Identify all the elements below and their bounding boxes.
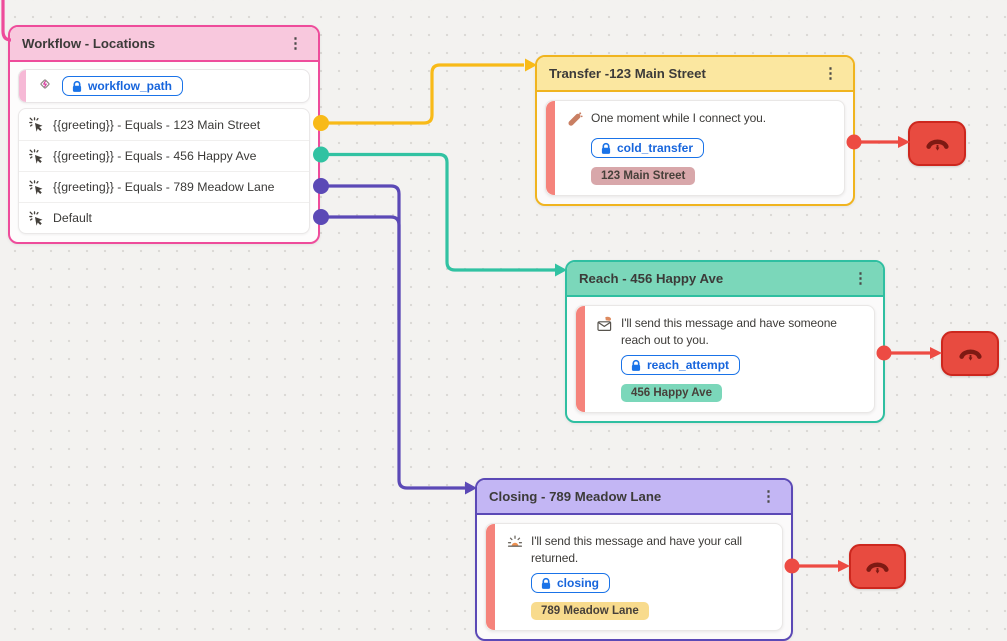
closing-node-title: Closing - 789 Meadow Lane [489, 489, 662, 504]
transfer-node-header[interactable]: Transfer -123 Main Street ⋮ [537, 57, 853, 92]
edge-456-happy-ave[interactable] [321, 152, 555, 272]
edge-789-meadow-lane[interactable] [321, 184, 465, 490]
transfer-node-title: Transfer -123 Main Street [549, 66, 706, 81]
closing-node[interactable]: Closing - 789 Meadow Lane ⋮ I'll send th… [475, 478, 793, 641]
click-icon [29, 117, 43, 132]
branch-row-default[interactable]: Default [19, 202, 309, 233]
hang-up-phone-icon [925, 138, 949, 151]
workflow-node[interactable]: Workflow - Locations ⋮ workflow_path [8, 25, 320, 244]
edge-default[interactable] [321, 215, 401, 320]
reach-node[interactable]: Reach - 456 Happy Ave ⋮ I'll send this m… [565, 260, 885, 423]
click-icon [29, 210, 43, 226]
click-icon [29, 148, 43, 164]
branch-row-123-main-street[interactable]: {{greeting}} - Equals - 123 Main Street [19, 109, 309, 140]
lock-icon [601, 142, 611, 154]
workflow-path-row[interactable]: workflow_path [18, 69, 310, 103]
end-call-node[interactable] [849, 544, 906, 589]
reach-message: I'll send this message and have someone … [621, 316, 837, 348]
closing-node-header[interactable]: Closing - 789 Meadow Lane ⋮ [477, 480, 791, 515]
branch-diamond-icon [37, 76, 53, 97]
kebab-menu-icon[interactable]: ⋮ [288, 35, 303, 52]
closing-chip[interactable]: closing [531, 573, 611, 594]
cold-transfer-chip[interactable]: cold_transfer [591, 138, 705, 158]
transfer-message: One moment while I connect you. [591, 111, 766, 125]
transfer-node[interactable]: Transfer -123 Main Street ⋮ One moment w… [535, 55, 855, 206]
location-tag: 123 Main Street [591, 166, 696, 185]
lock-icon [631, 359, 641, 371]
hang-up-phone-icon [958, 348, 982, 361]
transfer-call-icon [567, 111, 583, 132]
closing-message: I'll send this message and have your cal… [531, 534, 742, 566]
branch-rows: {{greeting}} - Equals - 123 Main Street … [18, 108, 310, 234]
kebab-menu-icon[interactable]: ⋮ [761, 488, 776, 505]
branch-row-456-happy-ave[interactable]: {{greeting}} - Equals - 456 Happy Ave [19, 140, 309, 171]
workflow-node-body: workflow_path {{greeting}} - Equals - 12… [10, 62, 318, 242]
kebab-menu-icon[interactable]: ⋮ [823, 65, 838, 82]
hang-up-phone-icon [866, 561, 889, 574]
sunset-icon [507, 534, 523, 567]
workflow-path-chip[interactable]: workflow_path [62, 76, 184, 96]
lock-icon [541, 577, 551, 589]
reach-node-title: Reach - 456 Happy Ave [579, 271, 724, 286]
workflow-node-header[interactable]: Workflow - Locations ⋮ [10, 27, 318, 62]
workflow-node-title: Workflow - Locations [22, 36, 156, 51]
branch-row-789-meadow-lane[interactable]: {{greeting}} - Equals - 789 Meadow Lane [19, 171, 309, 202]
location-tag: 789 Meadow Lane [531, 601, 649, 620]
location-tag: 456 Happy Ave [621, 383, 722, 402]
lock-icon [72, 80, 82, 92]
kebab-menu-icon[interactable]: ⋮ [853, 270, 868, 287]
end-call-node[interactable] [941, 331, 999, 376]
reach-message-card[interactable]: I'll send this message and have someone … [575, 305, 875, 413]
closing-message-card[interactable]: I'll send this message and have your cal… [485, 523, 783, 631]
click-icon [29, 179, 43, 195]
transfer-message-card[interactable]: One moment while I connect you. cold_tra… [545, 100, 845, 196]
reach-node-header[interactable]: Reach - 456 Happy Ave ⋮ [567, 262, 883, 297]
send-message-icon [597, 316, 613, 349]
edge-123-main-street[interactable] [321, 63, 524, 125]
reach-attempt-chip[interactable]: reach_attempt [621, 355, 741, 376]
end-call-node[interactable] [908, 121, 966, 166]
